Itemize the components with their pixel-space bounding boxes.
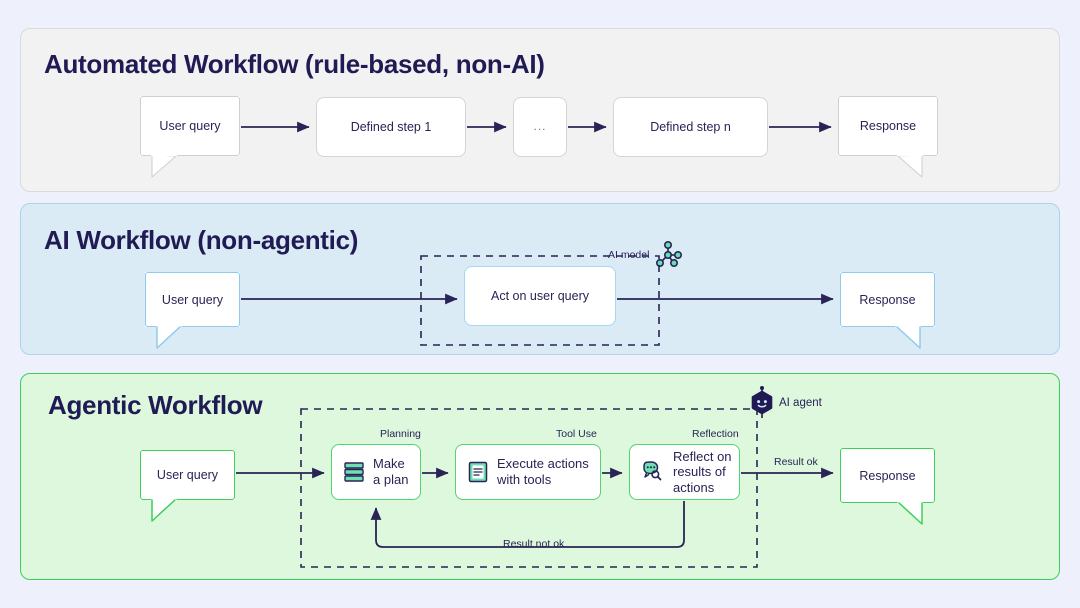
agentic-make-a-plan-label: Make a plan xyxy=(373,456,409,487)
panel-title-automated: Automated Workflow (rule-based, non-AI) xyxy=(44,49,545,79)
bubble-tail-icon xyxy=(895,323,921,349)
edge-label-result-ok: Result ok xyxy=(768,456,824,468)
agentic-response-label: Response xyxy=(840,448,935,503)
document-lines-icon xyxy=(467,460,489,484)
ai-model-node-graph-icon xyxy=(653,240,683,270)
edge-label-result-not-ok: Result not ok xyxy=(497,538,571,550)
ai-model-badge: AI model xyxy=(608,240,683,270)
caption-planning: Planning xyxy=(380,428,421,440)
ai-model-badge-label: AI model xyxy=(608,249,650,261)
agentic-execute-actions-box: Execute actions with tools xyxy=(455,444,601,500)
automated-defined-step-1-box: Defined step 1 xyxy=(316,97,466,157)
aiwf-response-bubble: Response xyxy=(840,272,935,349)
automated-defined-step-1-label: Defined step 1 xyxy=(350,120,432,134)
aiwf-act-on-user-query-label: Act on user query xyxy=(491,289,589,303)
ai-agent-robot-hexagon-icon xyxy=(748,386,776,420)
agentic-user-query-bubble: User query xyxy=(140,450,235,522)
automated-defined-step-n-box: Defined step n xyxy=(613,97,768,157)
automated-user-query-bubble: User query xyxy=(140,96,240,178)
chat-bubble-search-icon xyxy=(641,460,665,484)
layers-stack-icon xyxy=(343,460,365,484)
aiwf-act-on-user-query-box: Act on user query xyxy=(464,266,616,326)
panel-title-agentic: Agentic Workflow xyxy=(48,390,263,420)
caption-tool-use: Tool Use xyxy=(556,428,597,440)
agentic-make-a-plan-box: Make a plan xyxy=(331,444,421,500)
bubble-tail-icon xyxy=(897,499,923,525)
bubble-tail-icon xyxy=(151,496,177,522)
panel-title-ai-workflow: AI Workflow (non-agentic) xyxy=(44,225,359,255)
agentic-reflect-box: Reflect on results of actions xyxy=(629,444,740,500)
automated-defined-step-n-label: Defined step n xyxy=(650,120,731,134)
aiwf-user-query-bubble: User query xyxy=(145,272,240,349)
aiwf-response-label: Response xyxy=(840,272,935,327)
agentic-execute-actions-label: Execute actions with tools xyxy=(497,456,589,487)
caption-reflection: Reflection xyxy=(692,428,739,440)
automated-ellipsis-label: ... xyxy=(533,119,547,134)
bubble-tail-icon xyxy=(897,154,923,178)
automated-response-bubble: Response xyxy=(838,96,938,178)
automated-user-query-label: User query xyxy=(140,96,240,156)
ai-agent-badge-label: AI agent xyxy=(779,397,822,409)
aiwf-user-query-label: User query xyxy=(145,272,240,327)
bubble-tail-icon xyxy=(151,154,177,178)
automated-response-label: Response xyxy=(838,96,938,156)
automated-ellipsis-box: ... xyxy=(513,97,567,157)
agentic-reflect-label: Reflect on results of actions xyxy=(673,448,732,495)
agentic-response-bubble: Response xyxy=(840,448,935,525)
agentic-user-query-label: User query xyxy=(140,450,235,500)
ai-agent-badge: AI agent xyxy=(748,386,822,420)
bubble-tail-icon xyxy=(156,323,182,349)
